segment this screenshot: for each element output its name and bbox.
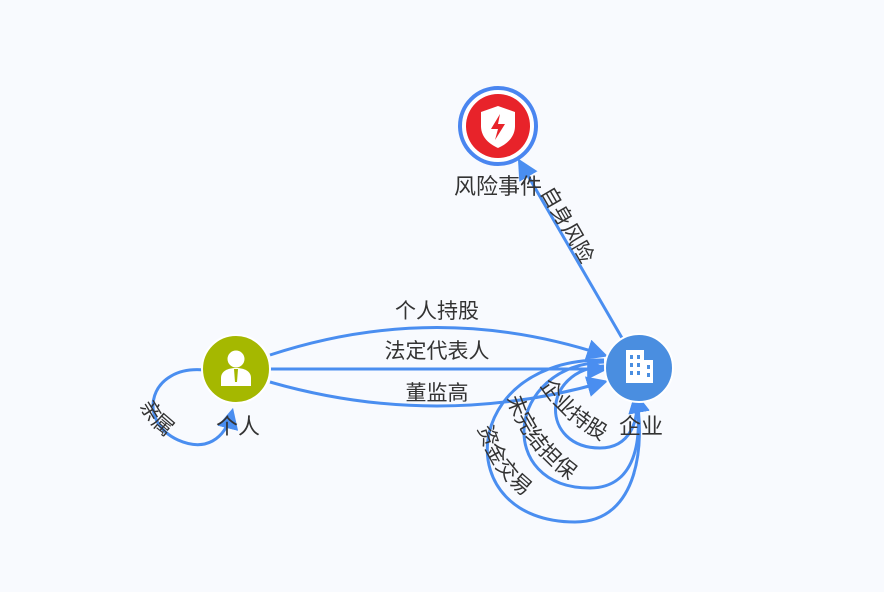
node-person[interactable] bbox=[201, 334, 271, 404]
edge-label-personal-holding: 个人持股 bbox=[395, 299, 479, 323]
node-label-risk-event: 风险事件 bbox=[454, 175, 542, 200]
node-label-person: 个人 bbox=[216, 415, 260, 440]
edge-personal-holding[interactable] bbox=[269, 326, 608, 360]
edge-label-self-risk: 自身风险 bbox=[536, 182, 599, 267]
edge-enterprise-holding-loop[interactable] bbox=[554, 364, 650, 450]
node-label-company: 企业 bbox=[619, 415, 663, 440]
edge-self-risk[interactable] bbox=[517, 158, 624, 339]
edge-outstanding-guarantee-loop[interactable] bbox=[522, 360, 650, 490]
edge-relative-loop[interactable] bbox=[151, 368, 239, 447]
edge-fund-transaction-loop[interactable] bbox=[485, 358, 650, 524]
person-icon bbox=[221, 350, 251, 386]
building-icon bbox=[626, 350, 653, 383]
edge-label-directors: 董监高 bbox=[406, 381, 469, 405]
edge-label-relative: 亲属 bbox=[135, 396, 179, 441]
node-risk-event[interactable] bbox=[458, 86, 538, 166]
shield-lightning-icon bbox=[481, 106, 515, 148]
edge-label-legal-representative: 法定代表人 bbox=[385, 339, 490, 363]
node-company[interactable] bbox=[604, 333, 674, 403]
